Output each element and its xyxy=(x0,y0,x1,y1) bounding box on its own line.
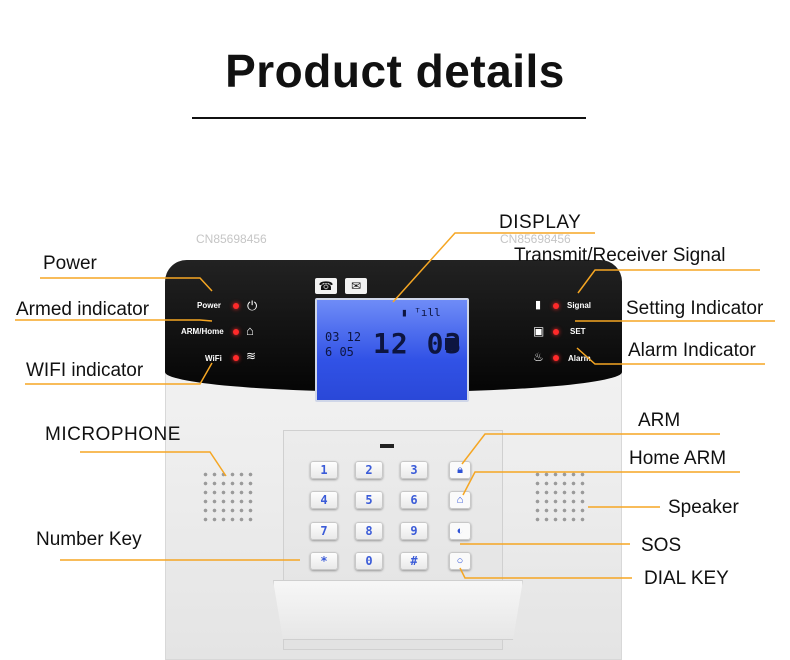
callout-speaker: Speaker xyxy=(668,497,739,518)
title-underline xyxy=(192,117,586,119)
arm-home-led-label: ARM/Home xyxy=(181,327,224,336)
set-led xyxy=(553,329,559,335)
key-hash[interactable]: # xyxy=(400,552,428,570)
dial-icon: ○ xyxy=(456,555,464,567)
signal-icon: ▮ xyxy=(535,299,542,311)
key-1[interactable]: 1 xyxy=(310,461,338,479)
wifi-led-label: WiFi xyxy=(205,354,222,363)
speaker-grille xyxy=(533,470,585,522)
arm-key[interactable]: 🔒︎ xyxy=(449,461,471,479)
microphone-grille xyxy=(201,470,253,522)
battery-signal-icon: ▮ ᵀıll xyxy=(401,306,441,319)
key-5[interactable]: 5 xyxy=(355,491,383,509)
callout-wifi-indicator: WIFI indicator xyxy=(26,360,144,381)
callout-power: Power xyxy=(43,253,97,274)
power-icon: ⏻ xyxy=(247,298,258,313)
alarm-panel-device: ☎ ✉ ▮ ᵀıll 03 12 6 05 12 03 Power ⏻ ARM/… xyxy=(165,250,622,660)
sos-key[interactable]: ◐ xyxy=(449,522,471,540)
watermark: CN85698456 xyxy=(500,232,571,246)
page-title: Product details xyxy=(225,45,565,97)
callout-transmit-receiver-signal: Transmit/Receiver Signal xyxy=(514,245,726,266)
key-7[interactable]: 7 xyxy=(310,522,338,540)
lock-icon: 🔒︎ xyxy=(457,464,463,476)
key-8[interactable]: 8 xyxy=(355,522,383,540)
key-3[interactable]: 3 xyxy=(400,461,428,479)
callout-alarm-indicator: Alarm Indicator xyxy=(628,340,756,361)
callout-arm: ARM xyxy=(638,410,681,431)
lcd-date-2: 6 05 xyxy=(325,345,354,359)
wifi-icon: ≋ xyxy=(246,349,257,363)
sos-icon: ◐ xyxy=(456,525,464,537)
key-6[interactable]: 6 xyxy=(400,491,428,509)
key-0[interactable]: 0 xyxy=(355,552,383,570)
watermark: CN85698456 xyxy=(196,232,267,246)
key-4[interactable]: 4 xyxy=(310,491,338,509)
callout-dial-key: DIAL KEY xyxy=(644,568,729,589)
signal-led xyxy=(553,303,559,309)
lcd-date-1: 03 12 xyxy=(325,330,362,344)
microphone-slot xyxy=(380,444,394,448)
home-icon: ⌂ xyxy=(246,323,254,338)
set-led-label: SET xyxy=(570,327,586,336)
callout-home-arm: Home ARM xyxy=(629,448,727,469)
alarm-led-label: Alarm xyxy=(568,354,591,363)
alarm-icon: ♨ xyxy=(533,350,544,364)
home-icon: ⌂ xyxy=(456,494,464,506)
phone-icon: ☎ xyxy=(315,278,337,294)
key-2[interactable]: 2 xyxy=(355,461,383,479)
key-star[interactable]: * xyxy=(310,552,338,570)
key-9[interactable]: 9 xyxy=(400,522,428,540)
power-led xyxy=(233,303,239,309)
front-panel: ☎ ✉ ▮ ᵀıll 03 12 6 05 12 03 Power ⏻ ARM/… xyxy=(165,260,622,402)
callout-armed-indicator: Armed indicator xyxy=(16,299,150,320)
callout-microphone: MICROPHONE xyxy=(45,424,181,445)
dial-key[interactable]: ○ xyxy=(449,552,471,570)
home-arm-key[interactable]: ⌂ xyxy=(449,491,471,509)
callout-sos: SOS xyxy=(641,535,682,556)
arm-home-led xyxy=(233,329,239,335)
set-icon: ▣ xyxy=(533,324,545,338)
alarm-led xyxy=(553,355,559,361)
mail-icon: ✉ xyxy=(345,278,367,294)
callout-setting-indicator: Setting Indicator xyxy=(626,298,764,319)
lcd-display: ▮ ᵀıll 03 12 6 05 12 03 xyxy=(315,298,469,402)
wifi-led xyxy=(233,355,239,361)
lock-icon xyxy=(445,338,459,350)
callout-number-key: Number Key xyxy=(36,529,142,550)
power-led-label: Power xyxy=(197,301,222,310)
keypad-cover-flap[interactable] xyxy=(273,580,523,640)
signal-led-label: Signal xyxy=(567,301,592,310)
callout-display: DISPLAY xyxy=(499,212,582,233)
